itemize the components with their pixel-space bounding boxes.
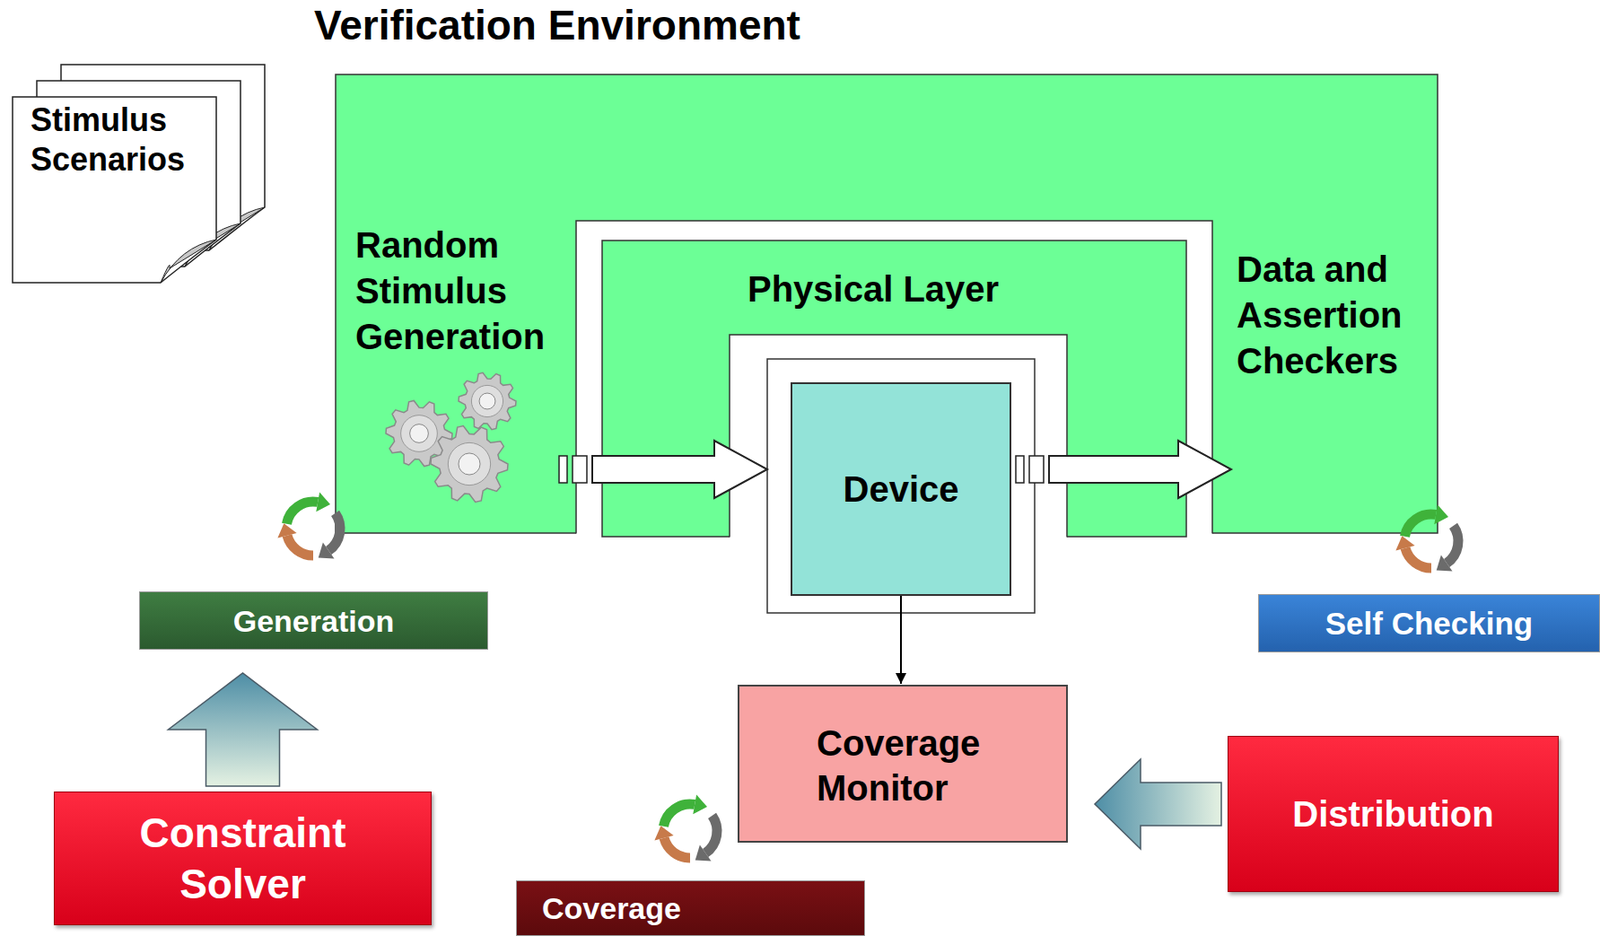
block-arrow [168, 673, 318, 787]
physical-layer: Physical LayerDevice [602, 240, 1187, 537]
device-frame [767, 358, 1035, 613]
cycle-arrowhead [1395, 535, 1415, 551]
cycle-arrowhead [654, 825, 674, 840]
gear-hub [447, 442, 490, 485]
block-arrow [1094, 759, 1222, 849]
connector-group [168, 440, 1233, 849]
self-checking-band: Self Checking [1258, 594, 1600, 653]
box-label: Constraint Solver [108, 807, 378, 910]
constraint-solver: Constraint Solver [53, 791, 432, 926]
cycle-arc [286, 501, 318, 525]
distribution-box: Distribution [1227, 735, 1559, 892]
cycle-arc [287, 535, 314, 556]
box-label: Coverage [542, 890, 682, 927]
gear-body [458, 372, 516, 429]
cycle-icon [1395, 505, 1459, 572]
cycle-icon [654, 795, 717, 862]
page-sheet [12, 96, 217, 283]
cycle-arrowhead [315, 492, 331, 513]
coverage-band: Coverage [515, 880, 866, 936]
cycle-arrowhead [318, 542, 335, 560]
cycle-arrowhead [277, 523, 297, 538]
connector-plug [572, 455, 587, 483]
cycle-arrowhead [1436, 555, 1453, 572]
cycle-arc [1405, 548, 1432, 569]
gear-hole [458, 453, 481, 475]
region-heading: Verification Environment [314, 2, 889, 48]
box-label: Data and Assertion Checkers [1236, 246, 1434, 385]
cycle-arc [664, 838, 691, 858]
cycle-arrowhead [692, 795, 708, 815]
signal-arrow [900, 595, 902, 684]
gear-hub [471, 384, 503, 417]
box-label: Device [843, 467, 960, 511]
cycle-arc [1404, 514, 1436, 537]
generation-band: Generation [139, 591, 489, 650]
shape-group [12, 64, 265, 283]
gear-icon [458, 372, 516, 429]
gear-body [430, 426, 508, 503]
box-label: Self Checking [1325, 605, 1533, 642]
page-outline [12, 96, 217, 283]
gear-hub [401, 415, 438, 453]
shape-group [602, 240, 1187, 613]
box-label: Coverage Monitor [816, 720, 1050, 811]
box-label: Distribution [1292, 792, 1494, 836]
cutout-outline [576, 220, 1213, 534]
verification-environment: Verification EnvironmentRandom Stimulus … [335, 74, 1438, 534]
gear-icon [430, 426, 508, 503]
gear-icon [385, 400, 453, 466]
page-fold [160, 239, 217, 283]
gear-body [385, 400, 453, 466]
device-box: Device [790, 382, 1012, 596]
cycle-arc [705, 815, 717, 854]
block-arrow [1049, 440, 1232, 499]
block-arrow [592, 440, 768, 499]
cycle-arrowhead [1433, 505, 1449, 525]
cycle-icon [277, 492, 341, 560]
page-fold [209, 207, 265, 251]
coverage-monitor: Coverage Monitor [737, 684, 1068, 843]
cycle-arc [328, 513, 341, 551]
box-label: Generation [233, 603, 394, 639]
box-label: Random Stimulus Generation [355, 222, 571, 360]
cycle-arc [1446, 525, 1459, 564]
box-label: Physical Layer [747, 267, 1044, 311]
connector-plug [1029, 455, 1044, 483]
connector-plug [1015, 455, 1024, 483]
box-label: Stimulus Scenarios [30, 100, 215, 180]
connector-plug [559, 455, 568, 483]
region-cutout [576, 220, 1213, 536]
cycle-arc [663, 804, 695, 827]
cycle-arrowhead [695, 845, 712, 862]
gear-hole [410, 424, 429, 444]
stimulus-pages: Stimulus Scenarios [12, 96, 217, 283]
gear-hole [479, 393, 496, 410]
page-fold [184, 223, 241, 267]
